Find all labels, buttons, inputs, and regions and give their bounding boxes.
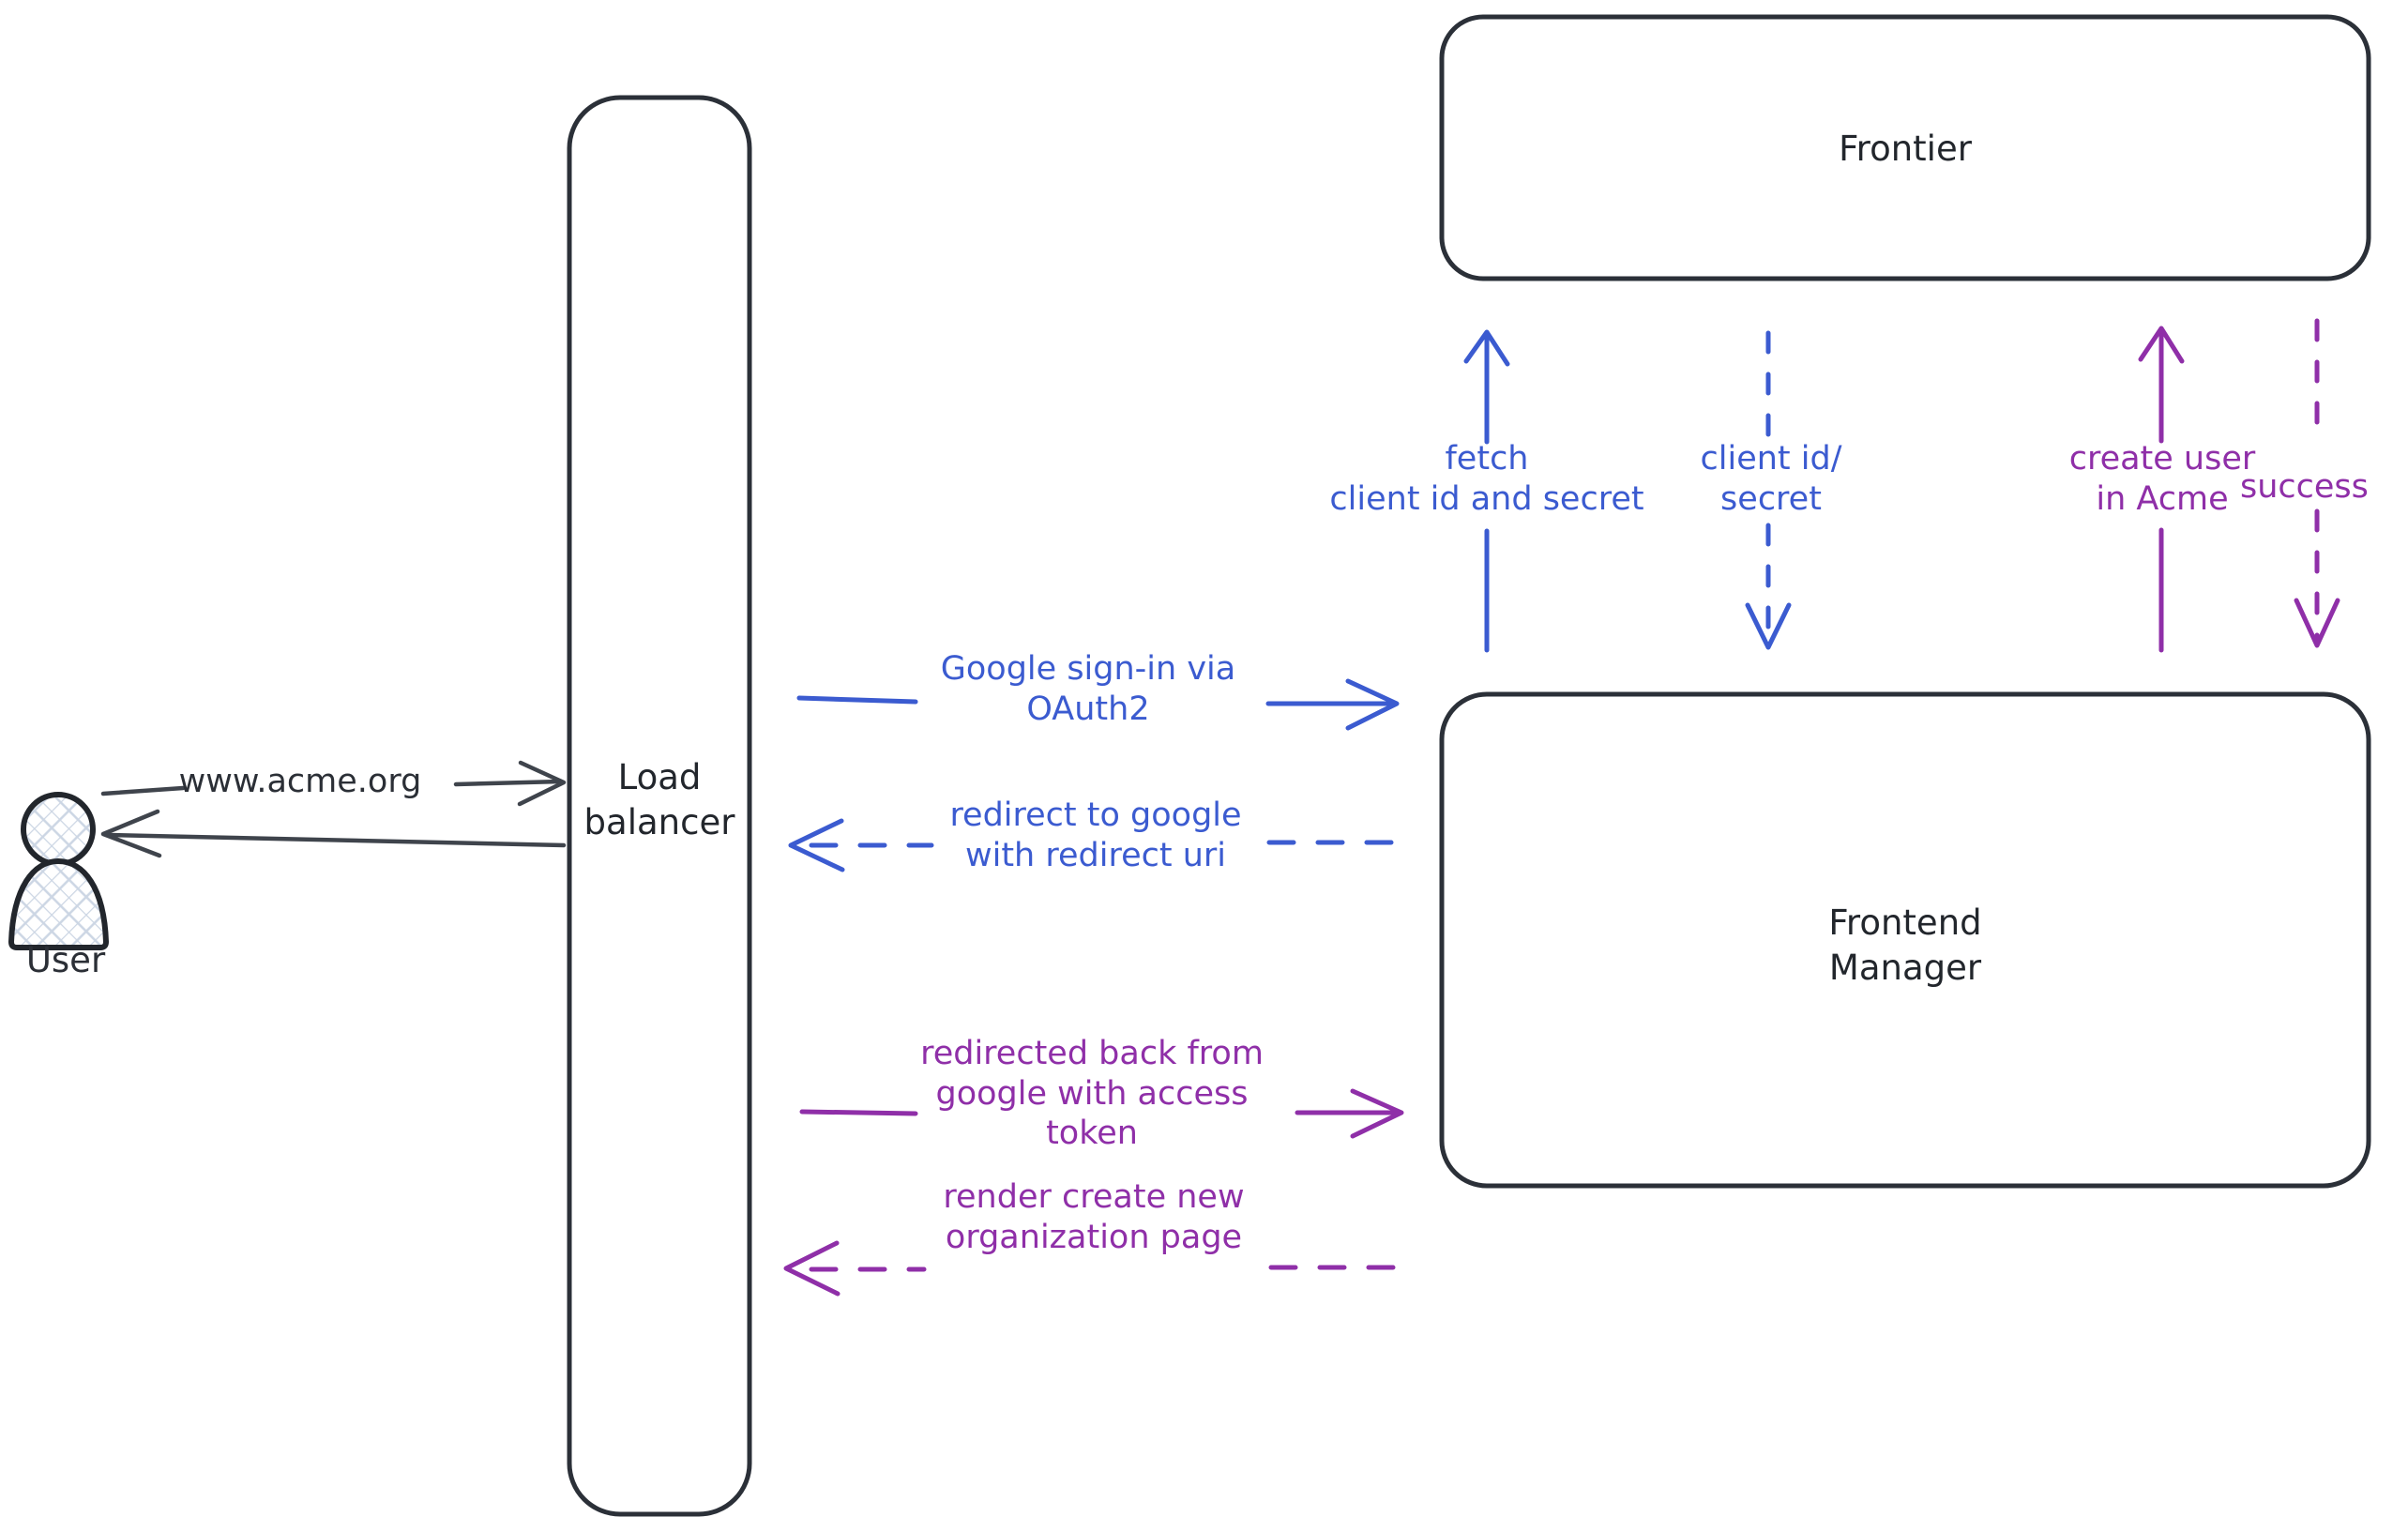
arrowhead-up — [2138, 326, 2185, 364]
edge-fm-to-frontier-fetch-line — [1463, 329, 1510, 653]
edge-lb-to-user-line — [100, 809, 567, 858]
arrowhead-down — [1745, 602, 1792, 650]
edge-frontier-to-fm-creds-line — [1745, 330, 1792, 650]
arrowhead-right — [517, 760, 567, 807]
actor-body — [8, 858, 109, 950]
edge-lb-to-fm-signin-line — [796, 678, 1400, 731]
arrowhead-down — [2294, 598, 2340, 648]
arrowhead-left — [788, 818, 845, 872]
node-load-balancer-box[interactable] — [567, 95, 752, 1517]
arrowhead-right — [1345, 678, 1400, 731]
arrowhead-up — [1463, 329, 1510, 367]
edge-lb-to-fm-token-line — [799, 1088, 1404, 1139]
node-frontend-manager-box[interactable] — [1439, 691, 2371, 1189]
edge-fm-to-frontier-create-user-line — [2138, 326, 2185, 653]
arrowhead-left — [100, 809, 162, 858]
edge-fm-to-lb-redirect-line — [788, 818, 1406, 872]
arrowhead-right — [1350, 1088, 1404, 1139]
edge-frontier-to-fm-success-line — [2294, 318, 2340, 648]
arrowhead-left — [783, 1240, 841, 1297]
edge-user-to-lb-line — [100, 760, 567, 807]
node-frontier-box[interactable] — [1439, 14, 2371, 281]
edge-fm-to-lb-render-line — [783, 1240, 1408, 1297]
actor-user-figure — [8, 792, 109, 950]
actor-head — [21, 792, 96, 867]
